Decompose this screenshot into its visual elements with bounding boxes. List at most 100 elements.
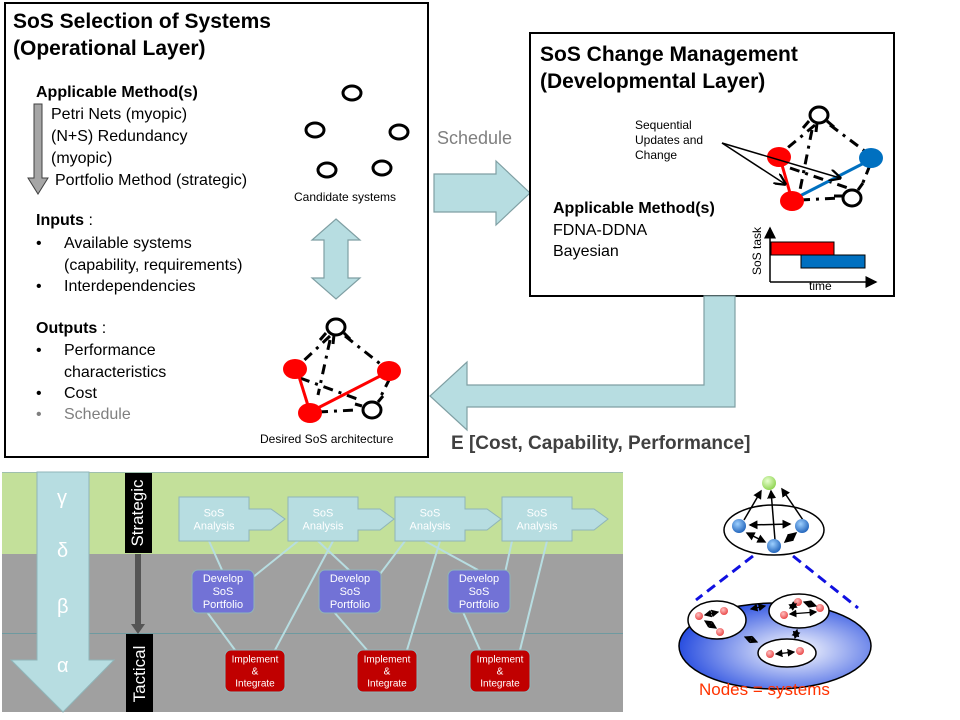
develop-portfolio-label: Portfolio	[330, 599, 370, 611]
develop-portfolio-label: SoS	[213, 586, 234, 598]
sos-analysis-label: Analysis	[303, 520, 344, 532]
operational-title-line1: SoS Selection of Systems	[13, 10, 271, 33]
strategic-label: Strategic	[125, 473, 152, 553]
expectation-return-arrow	[429, 295, 736, 432]
develop-portfolio-label: SoS	[469, 586, 490, 598]
outputs-header: Outputs :	[36, 320, 107, 337]
flow-line	[274, 540, 334, 651]
sos-analysis-label: Analysis	[410, 520, 451, 532]
implement-integrate-label: Implement	[232, 655, 279, 666]
inputs-header: Inputs :	[36, 212, 93, 229]
system-node	[780, 611, 788, 619]
develop-portfolio-label: SoS	[340, 586, 361, 598]
candidate-node	[371, 159, 393, 177]
sos-analysis-box	[501, 496, 609, 542]
method-portfolio: Portfolio Method (strategic)	[55, 172, 248, 189]
input-available-systems-cont: (capability, requirements)	[64, 257, 243, 274]
implement-integrate-label: Implement	[477, 655, 524, 666]
sos-analysis-box	[394, 496, 502, 542]
output-performance-cont: characteristics	[64, 364, 167, 381]
implement-integrate-label: Integrate	[480, 679, 520, 690]
top-level-group	[723, 504, 825, 556]
sos-analysis-label: SoS	[313, 507, 334, 519]
flow-line	[317, 540, 350, 571]
updated-node	[859, 148, 883, 168]
output-cost: Cost	[64, 385, 97, 402]
architecture-node-selected	[298, 403, 322, 423]
input-bullet-2: •	[36, 278, 42, 295]
input-available-systems: Available systems	[64, 235, 192, 252]
architecture-node-selected	[283, 359, 307, 379]
developmental-title-line2: (Developmental Layer)	[540, 70, 766, 93]
input-interdependencies: Interdependencies	[64, 278, 196, 295]
system-node	[796, 647, 804, 655]
output-schedule: Schedule	[64, 406, 131, 423]
method-order-arrow	[27, 103, 49, 195]
output-performance: Performance	[64, 342, 156, 359]
system-node	[716, 628, 724, 636]
top-node	[762, 476, 776, 490]
develop-portfolio-box	[447, 569, 511, 614]
develop-portfolio-label: Develop	[203, 573, 243, 585]
method-bayesian: Bayesian	[553, 243, 619, 260]
strategic-to-tactical-arrow	[131, 554, 145, 634]
developmental-methods-header: Applicable Method(s)	[553, 200, 715, 217]
flow-line	[333, 611, 368, 651]
candidate-node	[304, 121, 326, 139]
architecture-node	[325, 317, 347, 337]
developmental-title-line1: SoS Change Management	[540, 43, 798, 66]
desired-architecture-label: Desired SoS architecture	[260, 432, 394, 446]
implement-integrate-label: Integrate	[367, 679, 407, 690]
operational-layer-box	[4, 2, 429, 458]
annotation-line2: Updates and	[635, 133, 704, 147]
hierarchy-caption: Nodes = systems	[699, 680, 830, 699]
flow-line	[246, 540, 299, 583]
flow-line	[208, 540, 223, 571]
sos-analysis-label: SoS	[527, 507, 548, 519]
develop-portfolio-label: Portfolio	[459, 599, 499, 611]
greek-delta: δ	[57, 540, 69, 562]
schedule-label: Schedule	[437, 128, 513, 148]
sos-analysis-label: Analysis	[517, 520, 558, 532]
system-node	[695, 612, 703, 620]
implement-integrate-box	[356, 649, 418, 693]
candidate-node	[316, 161, 338, 179]
sos-analysis-box	[287, 496, 395, 542]
architecture-node	[361, 400, 383, 420]
expectation-label: E [Cost, Capability, Performance]	[451, 433, 751, 454]
develop-portfolio-label: Develop	[330, 573, 370, 585]
subsystem-group	[687, 600, 747, 640]
implement-integrate-box	[224, 649, 286, 693]
tactical-label: Tactical	[126, 634, 153, 712]
schedule-arrow	[433, 159, 531, 227]
double-arrow-icon	[310, 218, 362, 300]
gantt-chart	[764, 226, 878, 288]
candidate-systems-label: Candidate systems	[294, 190, 397, 204]
system-node	[720, 607, 728, 615]
method-fdna-ddna: FDNA-DDNA	[553, 222, 648, 239]
component-node	[795, 519, 809, 533]
output-bullet-3: •	[36, 406, 42, 423]
develop-portfolio-box	[318, 569, 382, 614]
candidate-node	[341, 84, 363, 102]
output-bullet-1: •	[36, 342, 42, 359]
sos-analysis-label: SoS	[420, 507, 441, 519]
implement-integrate-label: &	[384, 667, 391, 678]
develop-portfolio-label: Portfolio	[203, 599, 243, 611]
flow-line	[406, 540, 441, 651]
greek-beta: β	[57, 596, 69, 618]
input-bullet-1: •	[36, 235, 42, 252]
implement-integrate-label: &	[497, 667, 504, 678]
flow-line	[424, 540, 479, 571]
annotation-line3: Change	[635, 148, 678, 162]
annotation-line1: Sequential	[635, 118, 692, 132]
output-bullet-2: •	[36, 385, 42, 402]
implement-integrate-label: Implement	[364, 655, 411, 666]
develop-portfolio-box	[191, 569, 255, 614]
operational-methods-header: Applicable Method(s)	[36, 84, 198, 101]
